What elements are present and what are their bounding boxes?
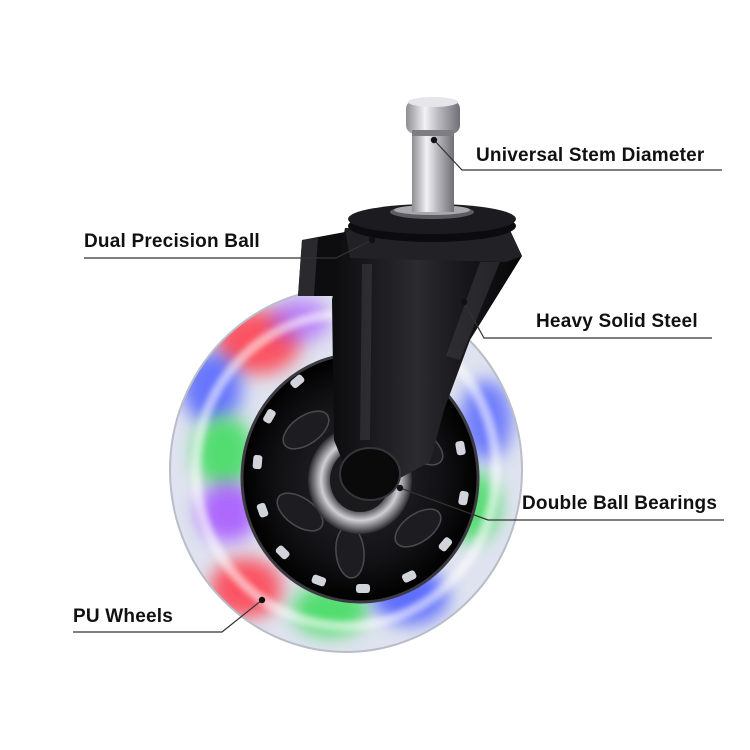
callout-lines	[73, 139, 724, 633]
callout-label-ball: Dual Precision Ball	[84, 231, 260, 252]
callout-line-wheels	[73, 599, 263, 633]
fork-back-leg	[298, 232, 345, 296]
callout-line-steel	[463, 301, 712, 339]
callout-label-stem: Universal Stem Diameter	[476, 145, 705, 166]
callout-dot-ball	[368, 236, 376, 244]
callout-label-steel: Heavy Solid Steel	[536, 311, 698, 332]
callout-label-bearings: Double Ball Bearings	[522, 493, 718, 514]
callout-dots	[258, 136, 468, 604]
callout-dot-wheels	[258, 596, 266, 604]
callout-dot-stem	[430, 136, 438, 144]
callout-label-wheels: PU Wheels	[73, 606, 173, 627]
callout-line-ball	[84, 239, 373, 259]
callout-line-bearings	[399, 487, 724, 521]
stem	[406, 97, 460, 212]
callout-dot-bearings	[396, 484, 404, 492]
callout-dot-steel	[460, 298, 468, 306]
glow-green	[194, 416, 254, 488]
callout-line-stem	[433, 139, 722, 171]
